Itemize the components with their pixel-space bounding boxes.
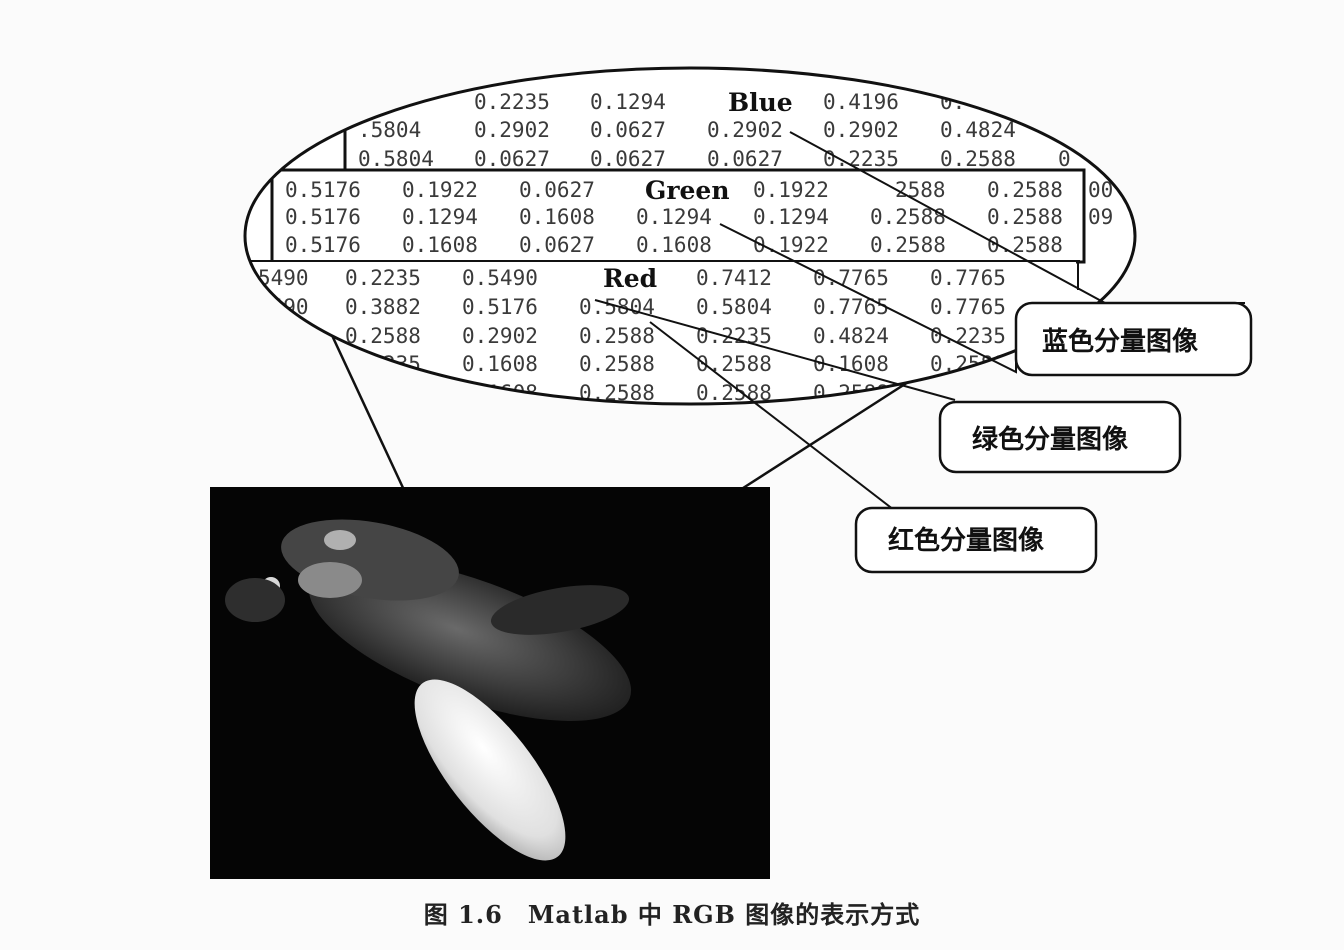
red-r1-c6: 0.7765 <box>930 295 1006 319</box>
red-r1-c4: 0.5804 <box>696 295 772 319</box>
red-r2-c4: 0.2235 <box>696 324 772 348</box>
red-r4-c3: 0.2588 <box>696 381 772 405</box>
green-matrix: 00 09 0.5176 0.1922 0.0627 Green 0.1922 … <box>270 168 1113 264</box>
red-r2-c0: 90 <box>280 324 305 348</box>
blue-r2-c1: 0.0627 <box>474 147 550 171</box>
red-header: Red <box>603 264 657 293</box>
blue-r1-c0: .5804 <box>358 118 421 142</box>
green-r0-c6: 0.2588 <box>987 178 1063 202</box>
red-r1-c5: 0.7765 <box>813 295 889 319</box>
red-r2-c1: 0.2588 <box>345 324 421 348</box>
callout-green-label: 绿色分量图像 <box>972 424 1129 455</box>
red-r0-c1: 0.2235 <box>345 266 421 290</box>
blue-r2-c4: 0.2235 <box>823 147 899 171</box>
blue-r2-c2: 0.0627 <box>590 147 666 171</box>
svg-text:09: 09 <box>1088 205 1113 229</box>
callout-blue-label: 蓝色分量图像 <box>1042 326 1199 357</box>
blue-r2-c0: 0.5804 <box>358 147 434 171</box>
green-header: Green <box>645 176 730 205</box>
green-r0-c5: 2588 <box>895 178 946 202</box>
green-r2-c4: 0.1922 <box>753 233 829 257</box>
blue-r0-c1: 0.1294 <box>590 90 666 114</box>
callout-red: 红色分量图像 <box>854 506 1098 574</box>
blue-r1-c4: 0.2902 <box>823 118 899 142</box>
green-r1-c3: 0.1294 <box>636 205 712 229</box>
blue-r1-c5: 0.4824 <box>940 118 1016 142</box>
blue-r2-c3: 0.0627 <box>707 147 783 171</box>
red-r3-c1: 0.2235 <box>345 352 421 376</box>
green-r1-c4: 0.1294 <box>753 205 829 229</box>
red-r0-c5: 0.7765 <box>813 266 889 290</box>
matrix-magnifier: 0.2235 0.1294 Blue 0.4196 0. .5804 0.290… <box>243 66 1137 406</box>
svg-text:00: 00 <box>1088 178 1113 202</box>
green-r1-c6: 0.2588 <box>987 205 1063 229</box>
blue-r2-c6: 0 <box>1058 147 1071 171</box>
red-r3-c6: 0.2588 <box>930 352 1006 376</box>
red-r2-c2: 0.2902 <box>462 324 538 348</box>
green-r1-c0: 0.5176 <box>285 205 361 229</box>
red-r2-c6: 0.2235 <box>930 324 1006 348</box>
red-r1-c0: 5490 <box>258 295 309 319</box>
blue-matrix: 0.2235 0.1294 Blue 0.4196 0. .5804 0.290… <box>343 80 1135 180</box>
red-r4-c2: 0.2588 <box>579 381 655 405</box>
blue-r0-c3: 0.4196 <box>823 90 899 114</box>
green-r0-c2: 0.0627 <box>519 178 595 202</box>
blue-r1-c1: 0.2902 <box>474 118 550 142</box>
callout-red-label: 红色分量图像 <box>888 525 1045 556</box>
green-r2-c5: 0.2588 <box>870 233 946 257</box>
green-r2-c3: 0.1608 <box>636 233 712 257</box>
blue-r0-c0: 0.2235 <box>474 90 550 114</box>
zoom-line-right <box>739 366 931 492</box>
figure-caption: 图 1.6 Matlab 中 RGB 图像的表示方式 <box>423 900 921 929</box>
red-r3-c2: 0.1608 <box>462 352 538 376</box>
red-r4-c0: 588 <box>385 381 423 405</box>
green-r2-c2: 0.0627 <box>519 233 595 257</box>
green-r1-c1: 0.1294 <box>402 205 478 229</box>
blue-r1-c2: 0.0627 <box>590 118 666 142</box>
red-r1-c2: 0.5176 <box>462 295 538 319</box>
green-r0-c0: 0.5176 <box>285 178 361 202</box>
blue-r2-c5: 0.2588 <box>940 147 1016 171</box>
blue-r1-c3: 0.2902 <box>707 118 783 142</box>
red-r2-c3: 0.2588 <box>579 324 655 348</box>
green-r1-c5: 0.2588 <box>870 205 946 229</box>
green-r2-c1: 0.1608 <box>402 233 478 257</box>
blue-header: Blue <box>728 88 793 117</box>
red-r2-c5: 0.4824 <box>813 324 889 348</box>
red-r3-c3: 0.2588 <box>579 352 655 376</box>
green-r0-c4: 0.1922 <box>753 178 829 202</box>
green-r0-c1: 0.1922 <box>402 178 478 202</box>
red-r0-c4: 0.7412 <box>696 266 772 290</box>
green-r1-c2: 0.1608 <box>519 205 595 229</box>
red-r0-c6: 0.7765 <box>930 266 1006 290</box>
callout-green: 绿色分量图像 <box>938 400 1182 474</box>
callout-blue: 蓝色分量图像 <box>1014 301 1253 377</box>
red-r1-c1: 0.3882 <box>345 295 421 319</box>
red-matrix: 5490 0.2235 0.5490 Red 0.7412 0.7765 0.7… <box>245 260 1080 405</box>
rgb-image <box>210 487 770 879</box>
red-r0-c2: 0.5490 <box>462 266 538 290</box>
green-r2-c0: 0.5176 <box>285 233 361 257</box>
red-r3-c4: 0.2588 <box>696 352 772 376</box>
